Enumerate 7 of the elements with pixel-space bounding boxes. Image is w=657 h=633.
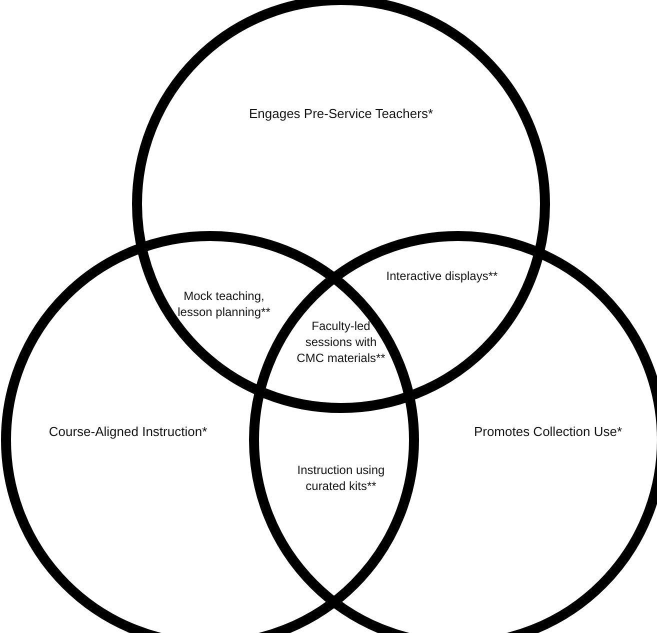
region-label: Faculty-led sessions with CMC materials** [296, 318, 386, 367]
region-label: Instruction using curated kits** [296, 462, 386, 494]
circle-label: Engages Pre-Service Teachers* [248, 106, 434, 123]
region-label: Interactive displays** [385, 268, 499, 284]
circle-label: Course-Aligned Instruction* [48, 424, 208, 441]
region-label: Mock teaching, lesson planning** [176, 288, 272, 320]
circle-label: Promotes Collection Use* [472, 424, 624, 441]
